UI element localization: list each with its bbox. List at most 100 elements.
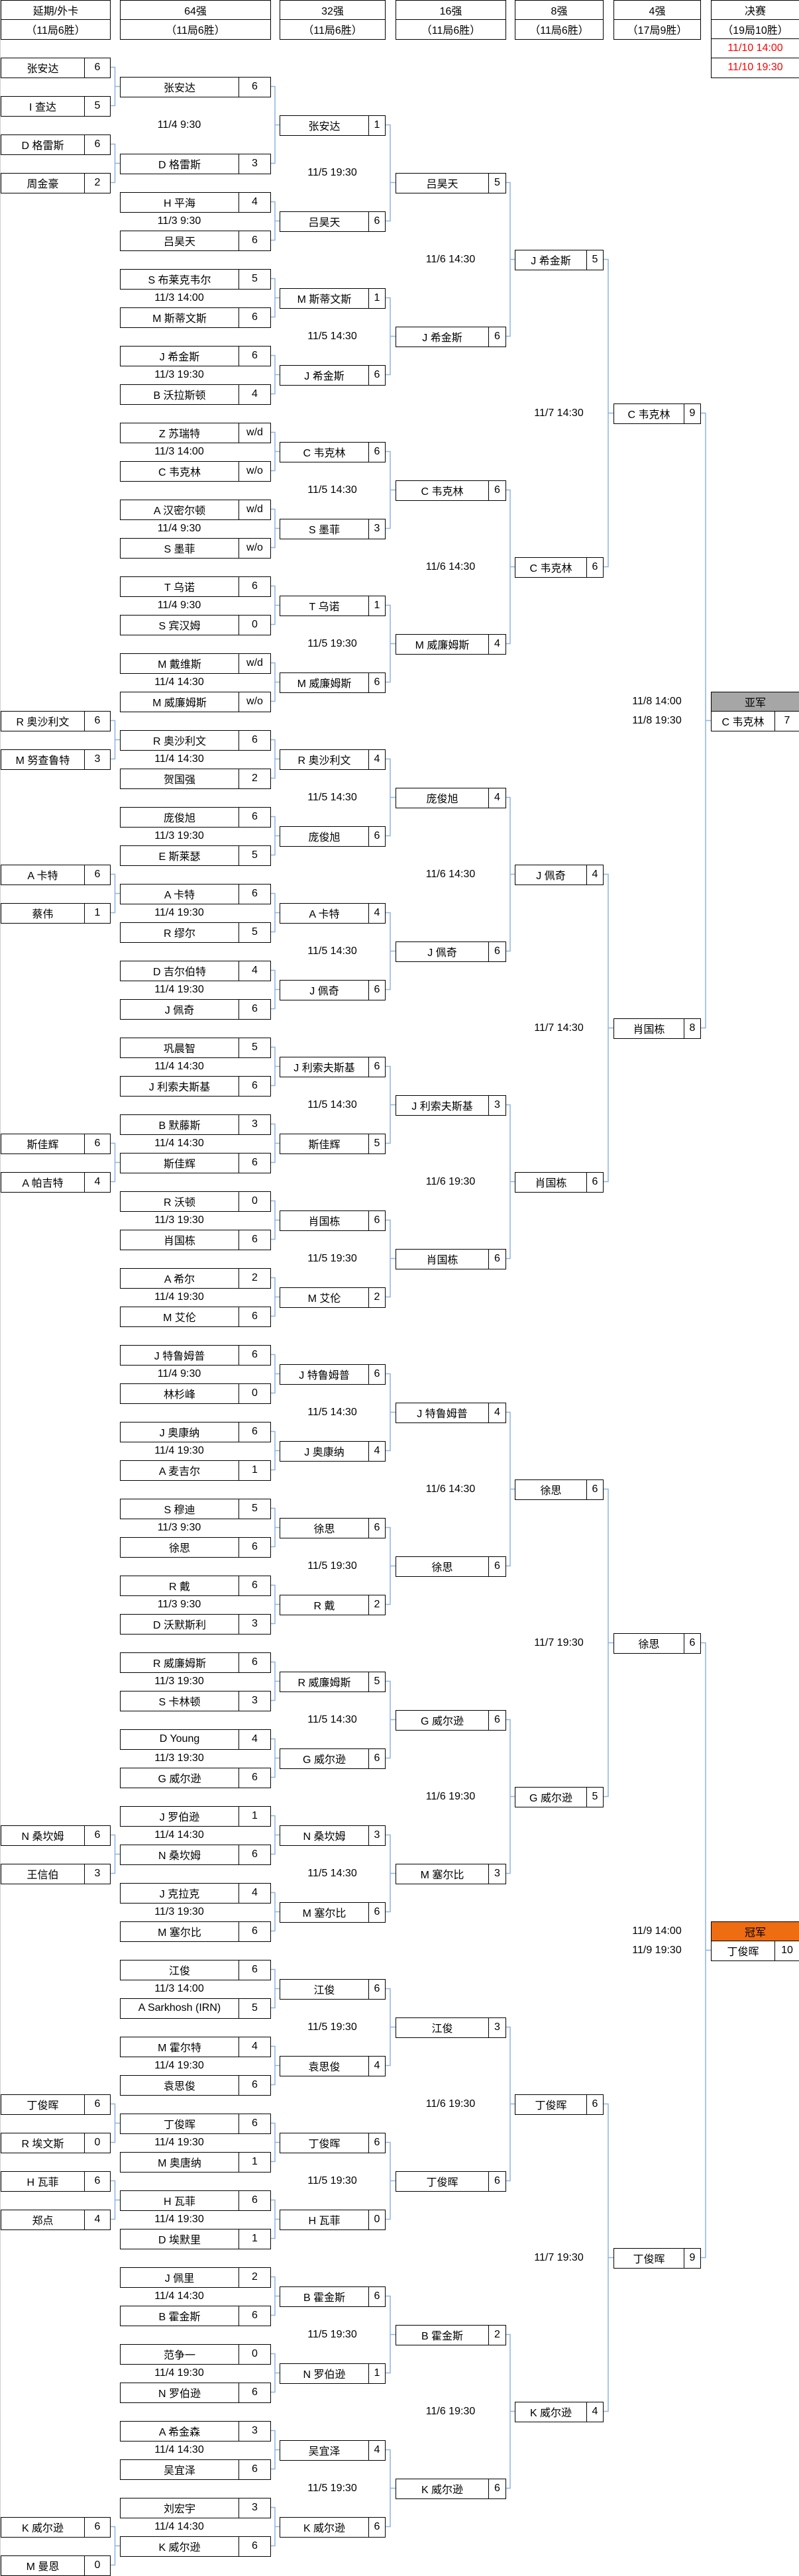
r64-player-entry[interactable]: A Sarkhosh (IRN)5 bbox=[120, 1998, 271, 2019]
